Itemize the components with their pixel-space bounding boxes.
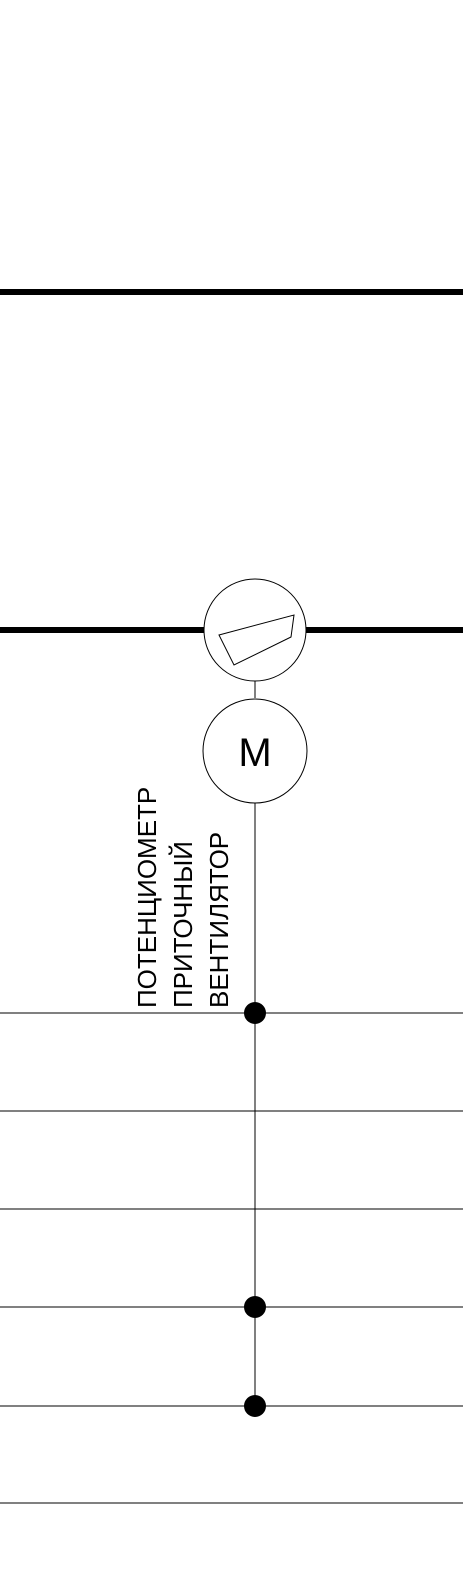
junction-dot [244, 1296, 266, 1318]
device-label: ПОТЕНЦИОМЕТР ПРИТОЧНЫЙ ВЕНТИЛЯТОР [132, 787, 234, 1008]
junction-dot [244, 1395, 266, 1417]
motor-symbol: M [202, 698, 308, 804]
label-line-1: ПОТЕНЦИОМЕТР [132, 787, 162, 1008]
motor-symbol-label: M [238, 731, 271, 775]
potentiometer-symbol [203, 578, 307, 682]
label-line-2: ПРИТОЧНЫЙ [168, 841, 198, 1008]
junction-dot [244, 1002, 266, 1024]
label-line-3: ВЕНТИЛЯТОР [204, 832, 234, 1008]
